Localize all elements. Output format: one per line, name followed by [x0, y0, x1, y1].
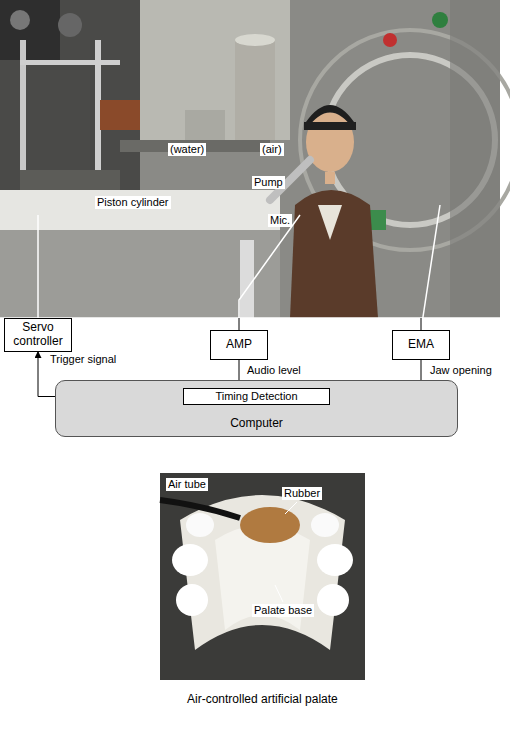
ema-box: EMA: [392, 330, 450, 360]
amp-box: AMP: [210, 330, 268, 360]
node-text: EMA: [408, 338, 434, 352]
piston-label: Piston cylinder: [95, 196, 171, 209]
node-text: Computer: [230, 417, 283, 431]
air-label: (air): [260, 143, 284, 156]
node-text: Servo controller: [9, 321, 67, 349]
palate-base-label: Palate base: [252, 604, 314, 617]
node-text: AMP: [226, 338, 252, 352]
node-text: Timing Detection: [215, 390, 297, 403]
mic-label: Mic.: [268, 214, 292, 227]
air-tube-label: Air tube: [166, 478, 208, 491]
edge-label: Jaw opening: [428, 364, 494, 377]
pump-label: Pump: [252, 176, 285, 189]
water-label: (water): [168, 143, 206, 156]
rubber-label: Rubber: [282, 487, 322, 500]
timing-detection-box: Timing Detection: [183, 388, 330, 405]
figure-caption: Air-controlled artificial palate: [187, 692, 338, 706]
edge-label: Trigger signal: [48, 353, 118, 366]
servo-controller-box: Servo controller: [4, 318, 72, 352]
computer-box: Computer Timing Detection: [55, 380, 458, 437]
edge-label: Audio level: [245, 364, 303, 377]
